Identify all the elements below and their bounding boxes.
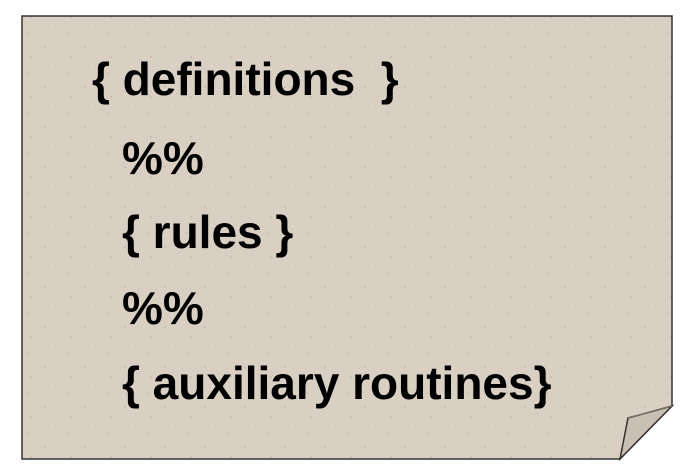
definitions-section: { definitions } <box>92 53 399 105</box>
rules-section: { rules } <box>122 206 294 258</box>
separator-1: %% <box>122 132 204 184</box>
separator-2: %% <box>122 282 204 334</box>
auxiliary-routines-section: { auxiliary routines} <box>122 357 552 409</box>
